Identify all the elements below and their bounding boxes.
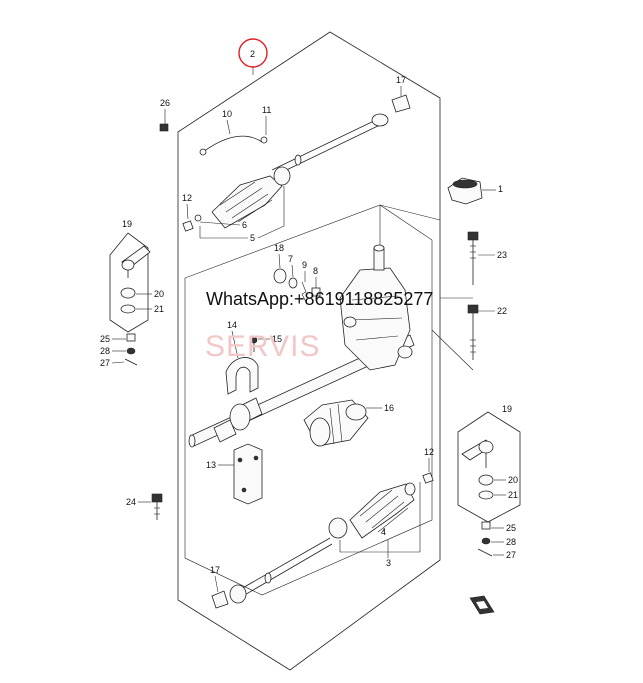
- leader-27a: [111, 361, 125, 364]
- callout-10: 10: [222, 109, 232, 119]
- faint-watermark: SERVIS: [205, 330, 321, 363]
- bolt-23: [467, 231, 479, 285]
- tie-rod-end-box-left: [109, 232, 149, 333]
- breather-hose: [202, 135, 263, 153]
- bracket-13: [233, 443, 263, 505]
- ring-7: [288, 277, 298, 289]
- callout-2: 2: [250, 49, 255, 59]
- boot-lower: [328, 482, 416, 539]
- callout-23: 23: [497, 250, 507, 260]
- bolt-22: [467, 304, 479, 360]
- callout-18: 18: [274, 243, 284, 253]
- hose-clip-left: [199, 148, 207, 156]
- callout-17a: 17: [396, 75, 406, 85]
- leader-5d: [257, 225, 285, 239]
- hose-clip-right: [260, 136, 268, 144]
- callout-25b: 25: [506, 523, 516, 533]
- bolt-26: [159, 123, 169, 132]
- callout-6: 6: [242, 220, 247, 230]
- callout-17b: 17: [210, 565, 220, 575]
- callout-15: 15: [272, 334, 282, 344]
- callout-27a: 27: [100, 358, 110, 368]
- assembly-outline: [177, 31, 441, 671]
- nut-12-upper: [182, 220, 194, 232]
- callout-25a: 25: [100, 334, 110, 344]
- callout-1: 1: [498, 184, 503, 194]
- leader-7: [291, 264, 294, 278]
- leader-17b: [214, 575, 219, 593]
- boot-upper: [211, 166, 291, 229]
- callout-5: 5: [250, 233, 255, 243]
- leader-14: [231, 330, 239, 359]
- callout-11: 11: [262, 105, 271, 115]
- leader-12a: [186, 203, 189, 220]
- tie-rod-upper: [271, 113, 389, 177]
- callout-3: 3: [386, 558, 391, 568]
- mount-17-upper: [391, 94, 411, 113]
- callout-21a: 21: [154, 304, 164, 314]
- callout-14: 14: [227, 320, 237, 330]
- tie-rod-end-box-right: [457, 411, 521, 523]
- seal-21-left: [120, 304, 136, 314]
- callout-7: 7: [288, 254, 293, 264]
- nut-12-lower: [422, 472, 434, 484]
- spring-9: [301, 281, 307, 303]
- nut-25-right: [481, 521, 491, 530]
- nut-25-left: [126, 333, 136, 342]
- callout-28b: 28: [506, 537, 516, 547]
- tie-rod-end-left: [121, 245, 151, 278]
- front-direction-icon: [469, 595, 495, 615]
- bolt-leaders: [431, 297, 474, 371]
- leader-10: [226, 119, 231, 135]
- contact-watermark: WhatsApp:+8619118825277: [206, 289, 433, 309]
- tie-rod-end-right: [461, 439, 494, 468]
- nut-20-right: [478, 474, 494, 486]
- callout-9: 9: [302, 260, 307, 270]
- steering-gear-housing: [188, 244, 415, 448]
- callout-19a: 19: [122, 219, 132, 229]
- seal-18: [273, 268, 287, 284]
- callout-22: 22: [497, 306, 507, 316]
- callout-16: 16: [384, 403, 394, 413]
- callout-12b: 12: [424, 447, 434, 457]
- callout-27b: 27: [506, 550, 516, 560]
- callout-13: 13: [206, 460, 216, 470]
- mount-17-lower: [211, 590, 229, 609]
- callout-12a: 12: [182, 193, 192, 203]
- seal-21-right: [478, 490, 494, 500]
- callout-20b: 20: [508, 475, 518, 485]
- callout-8: 8: [313, 266, 318, 276]
- nut-20-left: [120, 287, 136, 299]
- callout-19b: 19: [502, 404, 512, 414]
- callout-26: 26: [160, 98, 170, 108]
- leader-18: [278, 253, 281, 269]
- leader-1-bracket: [379, 204, 441, 250]
- callout-20a: 20: [154, 289, 164, 299]
- cotter-pin-27-right: [477, 548, 493, 557]
- clamp-12-upper: [194, 214, 202, 222]
- callout-24: 24: [126, 497, 136, 507]
- washer-28-right: [481, 537, 491, 545]
- callout-21b: 21: [508, 490, 518, 500]
- callout-4: 4: [381, 527, 386, 537]
- inner-outline: [184, 204, 433, 596]
- pinion-cover: [447, 177, 483, 205]
- washer-28-left: [126, 347, 136, 355]
- tie-rod-lower: [229, 537, 333, 604]
- cotter-pin-27-left: [124, 358, 138, 366]
- callout-28a: 28: [100, 346, 110, 356]
- actuator-16: [303, 399, 369, 447]
- leader-6: [199, 221, 241, 226]
- leader-3-bracket: [339, 482, 421, 553]
- bolt-24: [151, 493, 163, 520]
